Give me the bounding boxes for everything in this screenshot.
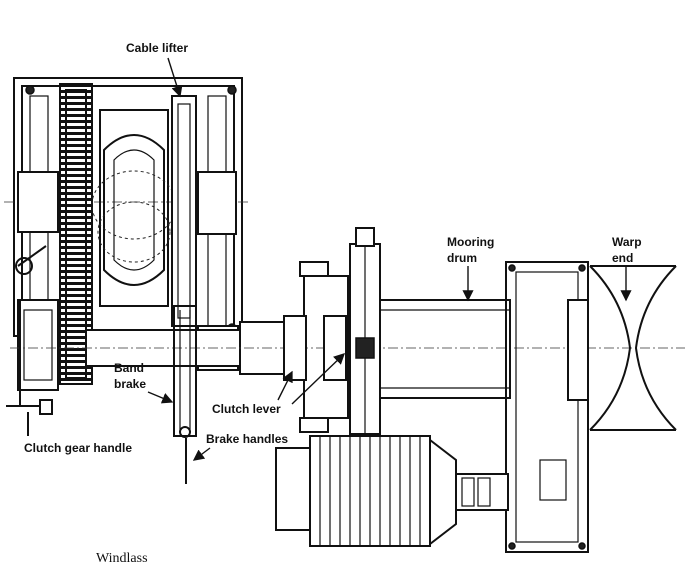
label-band-brake-line1: Band	[114, 361, 144, 375]
warp-end	[589, 265, 677, 431]
label-warp-end-line1: Warp	[612, 235, 642, 249]
arrow-band-brake	[147, 391, 174, 404]
label-band-brake-line2: brake	[114, 377, 146, 391]
figure-caption: Windlass	[96, 551, 148, 566]
clutch-assembly	[283, 261, 349, 433]
leader-arrows	[147, 57, 632, 461]
clutch-gear-housing	[15, 171, 59, 391]
arrow-clutch-lever-b	[291, 353, 346, 405]
arrow-brake-handles	[192, 447, 211, 461]
arrow-cable-lifter	[167, 57, 183, 98]
main-gear-wheel	[59, 83, 93, 385]
label-mooring-drum-line2: drum	[447, 251, 477, 265]
label-mooring-drum-line1: Mooring	[447, 235, 494, 249]
label-clutch-gear-handle: Clutch gear handle	[24, 441, 132, 455]
cable-lifter	[91, 95, 197, 327]
label-brake-handles: Brake handles	[206, 432, 288, 446]
label-clutch-lever: Clutch lever	[212, 402, 281, 416]
label-warp-end-line2: end	[612, 251, 633, 265]
gear-casing	[505, 261, 589, 553]
clutch-gear-handle	[6, 300, 53, 436]
arrow-clutch-lever-a	[277, 370, 293, 401]
mooring-drum	[379, 299, 511, 399]
electric-motor	[275, 435, 509, 547]
label-cable-lifter: Cable lifter	[126, 41, 188, 55]
band-brake	[173, 305, 197, 438]
clutch-lever	[349, 227, 381, 440]
